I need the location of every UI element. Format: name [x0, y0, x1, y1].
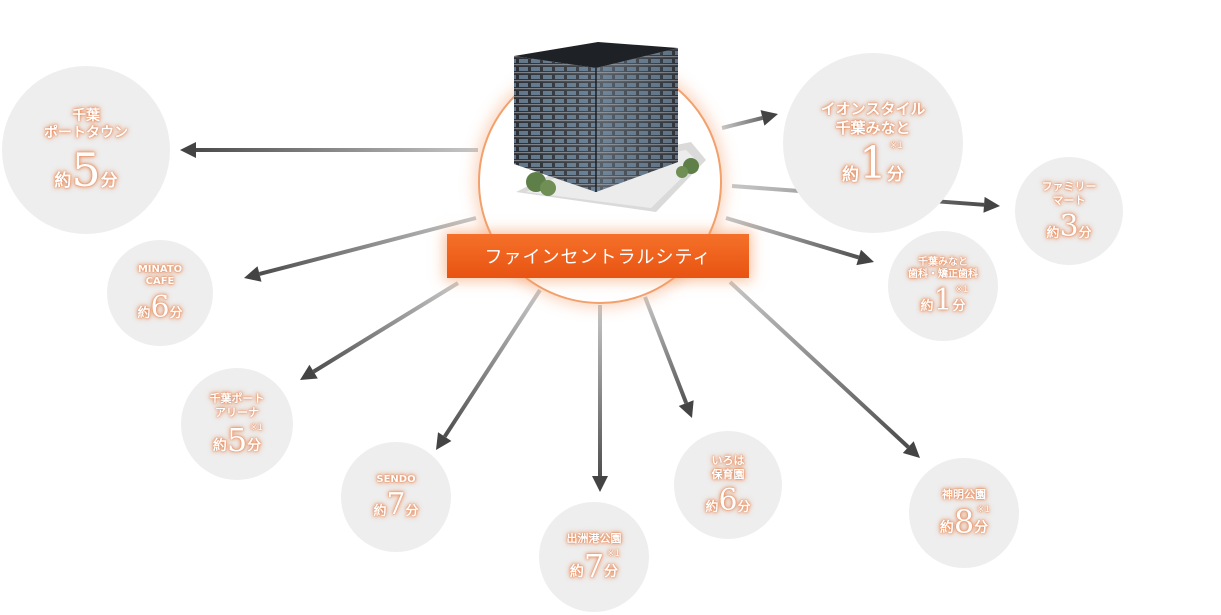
spot-name-line: イオンスタイル — [820, 100, 926, 119]
time-prefix: 約 — [842, 164, 859, 185]
time-prefix: 約 — [705, 499, 719, 515]
spot-name-line: 保育園 — [711, 468, 745, 481]
spot-name-line: SENDO — [376, 473, 416, 485]
time-suffix: 分 — [247, 438, 262, 455]
arrowhead-iroha-nursery — [678, 400, 694, 418]
time-minutes: 8※1 — [953, 502, 991, 541]
spot-name-line: ポートタウン — [44, 125, 128, 141]
time-prefix: 約 — [569, 564, 584, 581]
arrowhead-aeon-style — [760, 110, 778, 126]
arrow-to-chiba-port-arena — [312, 281, 460, 374]
footnote-mark: ※1 — [976, 504, 991, 515]
footnote-mark: ※1 — [955, 284, 969, 295]
property-name-banner: ファインセントラルシティ — [447, 234, 749, 278]
footnote-mark: ※1 — [889, 140, 903, 151]
arrowhead-sendo — [436, 432, 452, 450]
time-minutes: 6 — [150, 289, 170, 325]
time-prefix: 約 — [939, 520, 954, 537]
arrowhead-familymart — [983, 196, 1000, 213]
time-minutes: 7※1 — [583, 546, 621, 585]
footnote-mark: ※1 — [249, 422, 264, 433]
time-prefix: 約 — [373, 504, 387, 519]
spot-name-line: 歯科・矯正歯科 — [908, 269, 978, 280]
time-minutes: 3 — [1059, 208, 1079, 244]
time-suffix: 分 — [100, 171, 118, 192]
arrow-to-iroha-nursery — [643, 296, 689, 404]
spot-name-line: CAFE — [145, 276, 175, 287]
time-prefix: 約 — [1046, 225, 1060, 241]
time-minutes: 7 — [386, 487, 406, 523]
arrowhead-minato-cafe — [244, 266, 262, 282]
spot-name-line: 千葉ポート — [209, 392, 265, 406]
spot-name-line: 出洲港公園 — [566, 532, 622, 546]
arrow-to-minato-cafe — [258, 216, 477, 276]
time-prefix: 約 — [212, 438, 227, 455]
arrow-to-aeon-style — [721, 115, 763, 130]
arrow-to-shinmei-park — [728, 280, 910, 449]
spot-name-line: 千葉みなと — [835, 119, 911, 137]
footnote-mark: ※1 — [606, 548, 621, 559]
time-suffix: 分 — [974, 520, 989, 537]
spot-name-line: 千葉みなと — [918, 256, 968, 268]
spot-name-line: ファミリー — [1041, 180, 1097, 194]
time-suffix: 分 — [405, 504, 419, 519]
time-suffix: 分 — [604, 564, 619, 581]
time-suffix: 分 — [169, 306, 183, 322]
spot-name-line: アリーナ — [215, 406, 259, 419]
spot-name-line: いろは — [711, 454, 745, 468]
time-suffix: 分 — [887, 164, 904, 185]
arrowhead-chiba-port-arena — [300, 364, 318, 380]
time-suffix: 分 — [952, 299, 966, 315]
spot-name-line: 神明公園 — [942, 488, 986, 502]
time-suffix: 分 — [737, 499, 751, 515]
spot-name-line: 千葉 — [72, 107, 100, 124]
spot-name-line: マート — [1052, 194, 1086, 207]
time-prefix: 約 — [137, 306, 151, 322]
arrowhead-demizukou-park — [592, 476, 608, 492]
time-minutes: 1※1 — [933, 282, 969, 318]
arrow-to-dental — [725, 216, 860, 260]
arrow-to-sendo — [443, 288, 542, 438]
time-minutes: 1※1 — [859, 137, 903, 189]
arrowhead-shinmei-park — [902, 441, 920, 458]
time-suffix: 分 — [1078, 225, 1092, 241]
time-prefix: 約 — [54, 171, 72, 192]
arrowhead-dental — [856, 249, 874, 266]
spot-name-line: MINATO — [137, 263, 183, 275]
building-image — [514, 42, 706, 212]
time-prefix: 約 — [920, 299, 934, 315]
time-minutes: 5 — [71, 142, 101, 197]
time-minutes: 5※1 — [226, 420, 264, 459]
arrowhead-chiba-port-town — [180, 142, 196, 158]
time-minutes: 6 — [718, 482, 738, 518]
